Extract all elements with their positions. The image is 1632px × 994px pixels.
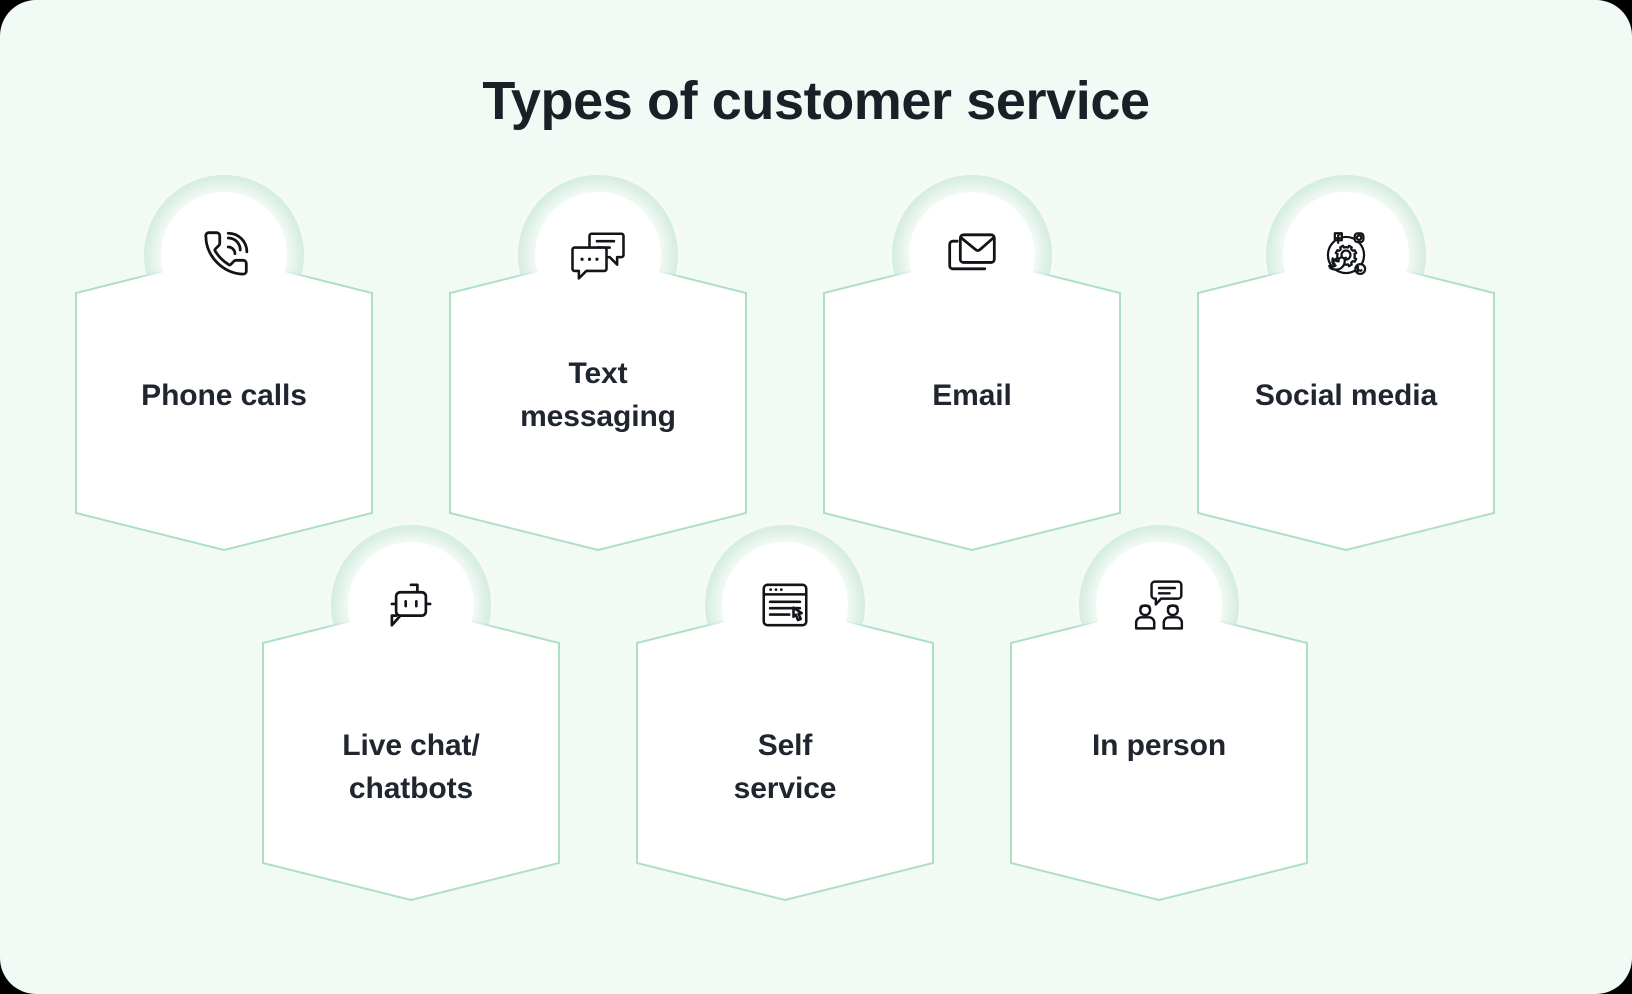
envelope-icon [938, 221, 1006, 289]
phone-call-icon [190, 221, 258, 289]
hex-label-line1: In person [1091, 729, 1227, 762]
badge-circle [909, 192, 1035, 318]
hexagon-shape [1010, 604, 1308, 902]
badge-circle [348, 542, 474, 668]
badge-circle [722, 542, 848, 668]
chat-bubbles-icon [564, 221, 632, 289]
browser-click-icon [751, 571, 819, 639]
hex-label-line1: Live chat/ [342, 729, 480, 762]
hex-label-line1: Email [932, 379, 1012, 412]
hexagon-shape [823, 254, 1121, 552]
badge-circle [161, 192, 287, 318]
hex-label: Email [823, 374, 1121, 417]
hex-label-line2: messaging [520, 400, 676, 434]
hex-label-line1: Self [757, 729, 813, 762]
hex-label: Social media [1197, 374, 1495, 417]
badge-circle [1096, 542, 1222, 668]
badge-circle [535, 192, 661, 318]
hex-label: Phone calls [75, 374, 373, 417]
page-title: Types of customer service [482, 71, 1150, 131]
hexagon-shape [449, 254, 747, 552]
hex-label: Text messaging [449, 352, 747, 438]
hex-label-line2: service [733, 772, 837, 806]
hexagon-shape [75, 254, 373, 552]
two-people-talking-icon [1125, 571, 1193, 639]
hexagon-shape [1197, 254, 1495, 552]
hex-label-line1: Social media [1254, 379, 1438, 412]
hex-label-line2: chatbots [348, 772, 474, 806]
hex-label: In person [1010, 724, 1308, 767]
badge-circle [1283, 192, 1409, 318]
hex-label: Live chat/ chatbots [262, 724, 560, 810]
hex-label-line1: Text [568, 357, 628, 390]
hex-label: Self service [636, 724, 934, 810]
hexagon-shape [262, 604, 560, 902]
hexagon-shape [636, 604, 934, 902]
chatbot-icon [377, 571, 445, 639]
hex-label-line1: Phone calls [141, 379, 307, 412]
social-network-gear-icon [1312, 221, 1380, 289]
